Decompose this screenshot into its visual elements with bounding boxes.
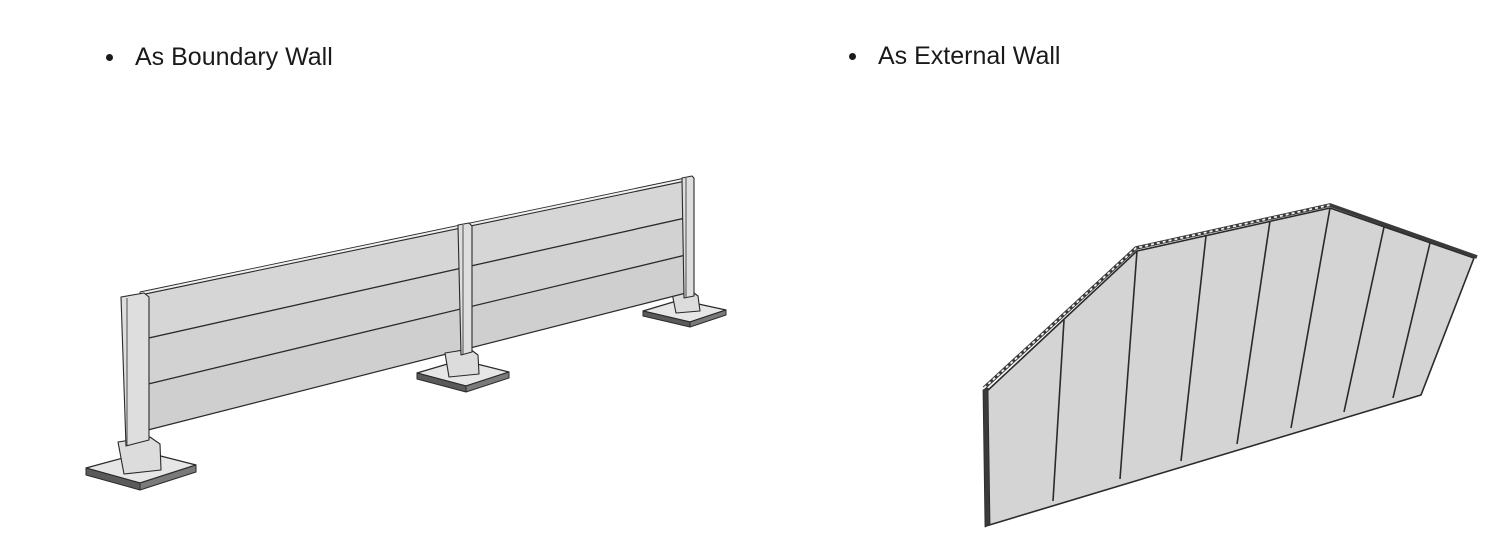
external-wall-panel-joints	[1052, 207, 1431, 502]
bullet-boundary-wall-label: As Boundary Wall	[135, 43, 333, 71]
external-wall-illustration	[982, 203, 1478, 528]
boundary-wall-panels	[139, 176, 691, 433]
bullet-dot-icon	[849, 52, 856, 60]
post-left	[120, 292, 150, 447]
external-wall-edge	[982, 387, 991, 528]
post-middle	[457, 222, 473, 356]
bullet-dot-icon	[106, 53, 113, 61]
footing-left	[85, 436, 197, 491]
bullet-boundary-wall: As Boundary Wall	[106, 42, 333, 72]
external-wall-top-edge	[982, 203, 1478, 390]
boundary-wall-illustration	[85, 175, 727, 491]
post-right	[681, 175, 695, 299]
footing-middle	[416, 348, 510, 393]
bullet-external-wall: As External Wall	[849, 41, 1060, 71]
bullet-external-wall-label: As External Wall	[878, 42, 1061, 70]
